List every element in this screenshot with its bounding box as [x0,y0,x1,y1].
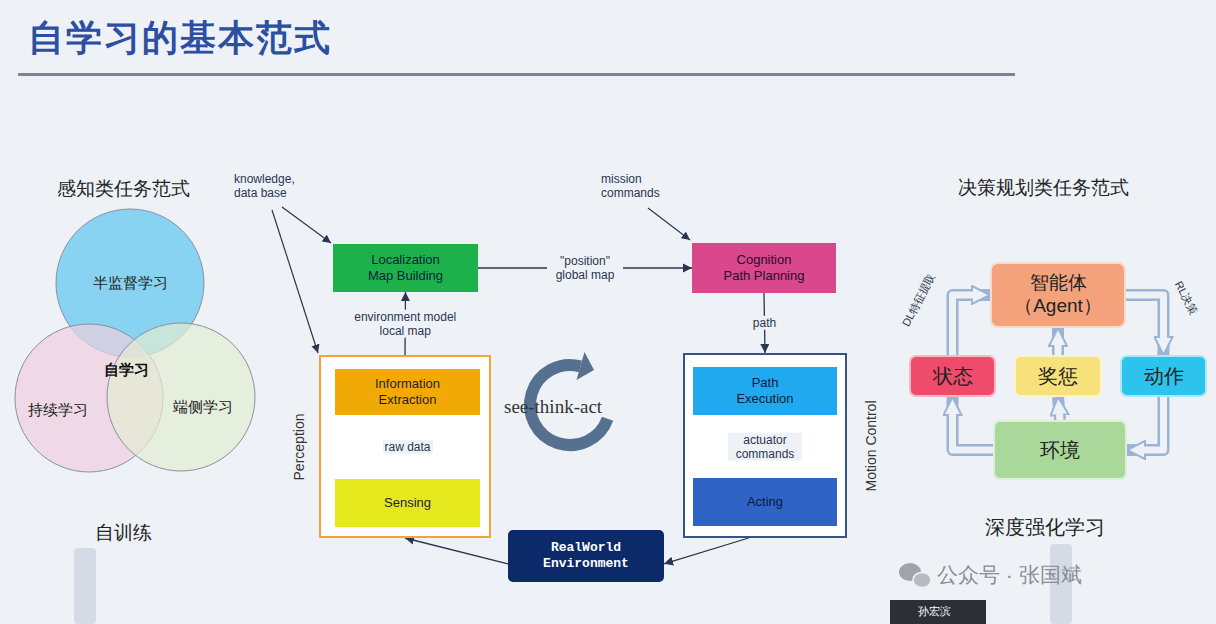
circle-label: 持续学习 [28,401,88,419]
block-arrow [953,397,994,450]
block-arrow-inner [1144,397,1164,450]
circle-label: 半监督学习 [93,274,168,292]
leader-arrow [282,207,331,243]
block-arrow [1126,295,1164,355]
caption-label: 自训练 [95,522,152,545]
flow-arrow-line [664,538,749,564]
name-plate-text: 孙宏滨 [918,605,951,618]
process-box: Cognition Path Planning [692,243,836,293]
box-label: Path Execution [730,375,800,406]
edge-label: DL特征提取 [898,270,939,331]
environment-banner: RealWorld Environment [508,530,664,582]
environment-box: 环境 [993,420,1127,480]
group-heading: Perception [291,413,308,480]
cycle-arrow-head [577,352,595,380]
note-label: mission commands [601,172,676,201]
reward-box: 奖惩 [1014,355,1102,397]
box-label: 智能体 （Agent） [1003,272,1113,318]
block-arrow-outline [953,397,994,450]
circle-outline [107,323,255,471]
cycle-label: see-think-act [504,396,602,419]
block-arrow-inner [1126,295,1164,338]
title-underline [18,73,1015,76]
edge-label: "position" global map [547,254,623,283]
edge-label: actuator commands [728,432,802,461]
section-heading: 感知类任务范式 [57,178,190,201]
block-arrow-outline [1052,328,1064,355]
block-arrow-outline [1127,397,1164,450]
flow-arrow [405,538,508,564]
section-heading: 决策规划类任务范式 [958,177,1129,200]
block-arrow-outline [953,295,991,355]
edge-label: path [751,316,778,330]
edge-label: RL决策 [1170,277,1200,319]
block-arrow-inner [953,414,994,450]
box-label: 环境 [1040,438,1080,462]
bottle [74,548,96,624]
group-heading: Motion Control [863,400,880,491]
circle-shape [106,322,256,472]
block-arrow [1127,397,1164,450]
watermark: 公众号 · 张国斌 [937,562,1082,587]
box-label: 状态 [933,364,973,388]
block-arrow-outline [1126,295,1164,355]
box-label: 动作 [1144,364,1184,388]
edge-label: environment model local map [347,309,463,338]
venn-center-label: 自学习 [104,361,149,379]
wechat-icon [899,563,931,588]
name-plate [890,600,986,624]
box-label: Localization Map Building [363,252,449,283]
process-box: Information Extraction [335,369,480,415]
circle-label: 端侧学习 [173,398,233,416]
flow-arrow [664,538,749,564]
box-label: Information Extraction [363,376,453,407]
process-box: Localization Map Building [333,244,478,292]
leader-arrow [648,208,690,240]
venn-circle: 端侧学习 [106,322,256,472]
edge-label: raw data [382,440,432,454]
block-arrow-inner [1055,345,1062,355]
process-box: Acting [693,478,837,526]
block-arrow [953,295,991,355]
block-arrow [1058,397,1060,420]
block-arrow-outline [1058,397,1060,420]
action-box: 动作 [1120,355,1207,397]
note-label: knowledge, data base [234,172,316,201]
block-arrow [1058,328,1059,355]
box-label: RealWorld Environment [536,540,636,571]
process-box: Sensing [335,479,480,527]
block-arrow-inner [953,295,974,355]
process-box: Path Execution [693,367,837,415]
box-label: Acting [747,494,783,510]
caption-label: 深度强化学习 [985,515,1105,539]
box-label: 奖惩 [1038,364,1078,388]
agent-box: 智能体 （Agent） [990,262,1126,328]
box-label: Cognition Path Planning [723,252,806,283]
wechat-bubble [913,573,931,588]
slide-title: 自学习的基本范式 [28,14,332,63]
state-box: 状态 [909,355,996,397]
box-label: Sensing [384,495,431,511]
flow-arrow-line [405,538,508,564]
leader-arrow [272,210,318,353]
